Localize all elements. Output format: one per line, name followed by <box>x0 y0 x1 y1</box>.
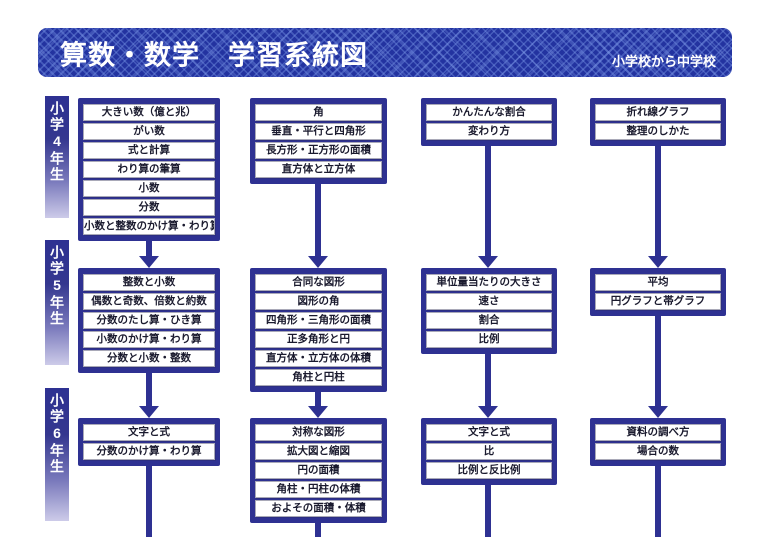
topic-box: 四角形・三角形の面積 <box>255 312 382 329</box>
topic-group-g5-relations: 単位量当たりの大きさ 速さ 割合 比例 <box>421 268 557 354</box>
topic-box: 合同な図形 <box>255 274 382 291</box>
connector-line <box>655 315 661 406</box>
topic-box: 平均 <box>595 274 721 291</box>
topic-group-g6-data: 資料の調べ方 場合の数 <box>590 418 726 466</box>
arrow-down-icon <box>139 406 159 418</box>
grade-label-6: 小学6年生 <box>45 388 69 521</box>
topic-box: 角柱と円柱 <box>255 369 382 386</box>
topic-box: 長方形・正方形の面積 <box>255 142 382 159</box>
topic-box: 拡大図と縮図 <box>255 443 382 460</box>
grade-label-6-text: 小学6年生 <box>49 393 65 475</box>
topic-box: 変わり方 <box>426 123 552 140</box>
topic-group-g5-data: 平均 円グラフと帯グラフ <box>590 268 726 316</box>
topic-box: 文字と式 <box>83 424 215 441</box>
topic-box: 資料の調べ方 <box>595 424 721 441</box>
topic-box: 比 <box>426 443 552 460</box>
topic-group-g4-numbers: 大きい数（億と兆） がい数 式と計算 わり算の筆算 小数 分数 小数と整数のかけ… <box>78 98 220 241</box>
connector-line <box>315 183 321 256</box>
topic-box: 文字と式 <box>426 424 552 441</box>
grade-label-4: 小学4年生 <box>45 96 69 218</box>
connector-line <box>146 465 152 537</box>
topic-group-g6-numbers: 文字と式 分数のかけ算・わり算 <box>78 418 220 466</box>
grade-label-5: 小学5年生 <box>45 240 69 365</box>
topic-box: 垂直・平行と四角形 <box>255 123 382 140</box>
topic-box: 比例と反比例 <box>426 462 552 479</box>
arrow-down-icon <box>308 406 328 418</box>
topic-group-g4-relations: かんたんな割合 変わり方 <box>421 98 557 146</box>
topic-box: 大きい数（億と兆） <box>83 104 215 121</box>
topic-box: 分数のたし算・ひき算 <box>83 312 215 329</box>
topic-box: 分数 <box>83 199 215 216</box>
topic-box: 小数 <box>83 180 215 197</box>
connector-line <box>315 391 321 406</box>
header-banner: 算数・数学 学習系統図 小学校から中学校 <box>38 28 732 77</box>
topic-group-g5-numbers: 整数と小数 偶数と奇数、倍数と約数 分数のたし算・ひき算 小数のかけ算・わり算 … <box>78 268 220 373</box>
arrow-down-icon <box>478 406 498 418</box>
topic-box: 小数のかけ算・わり算 <box>83 331 215 348</box>
topic-box: 式と計算 <box>83 142 215 159</box>
page-title: 算数・数学 学習系統図 <box>60 40 368 70</box>
topic-box: 偶数と奇数、倍数と約数 <box>83 293 215 310</box>
topic-box: 速さ <box>426 293 552 310</box>
topic-group-g6-geometry: 対称な図形 拡大図と縮図 円の面積 角柱・円柱の体積 およその面積・体積 <box>250 418 387 523</box>
connector-line <box>485 484 491 537</box>
topic-box: 整数と小数 <box>83 274 215 291</box>
arrow-down-icon <box>308 256 328 268</box>
topic-box: 比例 <box>426 331 552 348</box>
topic-box: 正多角形と円 <box>255 331 382 348</box>
header-subtitle: 小学校から中学校 <box>611 54 716 69</box>
arrow-down-icon <box>478 256 498 268</box>
topic-group-g4-geometry: 角 垂直・平行と四角形 長方形・正方形の面積 直方体と立方体 <box>250 98 387 184</box>
connector-line <box>485 353 491 406</box>
topic-box: 直方体と立方体 <box>255 161 382 178</box>
topic-box: 小数と整数のかけ算・わり算 <box>83 218 215 235</box>
topic-box: およその面積・体積 <box>255 500 382 517</box>
connector-line <box>655 145 661 256</box>
topic-box: 図形の角 <box>255 293 382 310</box>
topic-box: 分数と小数・整数 <box>83 350 215 367</box>
topic-box: 単位量当たりの大きさ <box>426 274 552 291</box>
connector-line <box>146 372 152 406</box>
topic-box: 円グラフと帯グラフ <box>595 293 721 310</box>
topic-box: 角柱・円柱の体積 <box>255 481 382 498</box>
grade-label-5-text: 小学5年生 <box>49 245 65 327</box>
arrow-down-icon <box>139 256 159 268</box>
connector-line <box>655 465 661 537</box>
topic-group-g6-relations: 文字と式 比 比例と反比例 <box>421 418 557 485</box>
topic-box: 整理のしかた <box>595 123 721 140</box>
topic-box: わり算の筆算 <box>83 161 215 178</box>
topic-box: 直方体・立方体の体積 <box>255 350 382 367</box>
grade-label-4-text: 小学4年生 <box>49 101 65 183</box>
arrow-down-icon <box>648 256 668 268</box>
topic-box: 割合 <box>426 312 552 329</box>
topic-group-g4-data: 折れ線グラフ 整理のしかた <box>590 98 726 146</box>
topic-box: 対称な図形 <box>255 424 382 441</box>
topic-box: がい数 <box>83 123 215 140</box>
topic-box: 場合の数 <box>595 443 721 460</box>
connector-line <box>485 145 491 256</box>
topic-box: 角 <box>255 104 382 121</box>
connector-line <box>315 522 321 537</box>
topic-box: かんたんな割合 <box>426 104 552 121</box>
topic-box: 折れ線グラフ <box>595 104 721 121</box>
connector-line <box>146 240 152 256</box>
arrow-down-icon <box>648 406 668 418</box>
topic-group-g5-geometry: 合同な図形 図形の角 四角形・三角形の面積 正多角形と円 直方体・立方体の体積 … <box>250 268 387 392</box>
topic-box: 分数のかけ算・わり算 <box>83 443 215 460</box>
topic-box: 円の面積 <box>255 462 382 479</box>
